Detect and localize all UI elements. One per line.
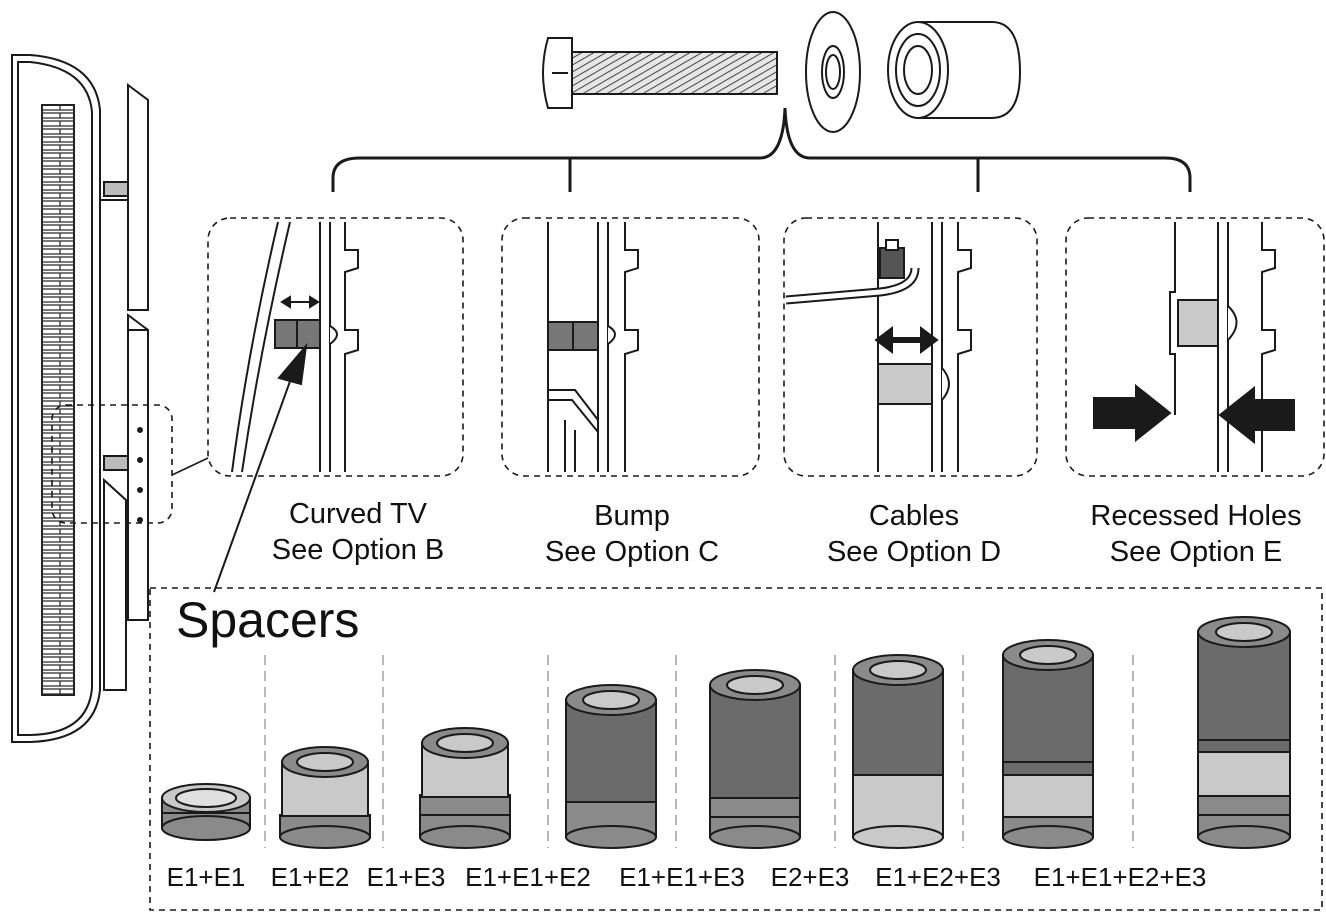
spacer-stack-e1-e2 — [279, 746, 371, 849]
spacer-combo-label: E2+E3 — [770, 862, 850, 892]
washer-icon — [805, 11, 861, 133]
spacer-stack-e1-e1 — [161, 783, 251, 841]
option-label-bump: Bump See Option C — [502, 498, 762, 570]
option-name: Bump — [594, 500, 670, 532]
option-name: Recessed Holes — [1090, 500, 1302, 532]
cable-icon — [785, 239, 920, 305]
option-label-cables: Cables See Option D — [784, 498, 1044, 570]
spacers-pointer-arrow — [213, 342, 308, 593]
option-panel-recessed-holes — [1065, 217, 1325, 477]
option-name: Cables — [868, 500, 960, 532]
option-label-curved-tv: Curved TV See Option B — [228, 496, 488, 568]
spacer-combo-label: E1+E1+E2+E3 — [1033, 862, 1207, 892]
spacer-combo-label: E1+E1+E3 — [619, 862, 745, 892]
option-ref: See Option D — [826, 536, 1002, 568]
spacer-combo-label: E1+E1 — [166, 862, 246, 892]
option-ref: See Option B — [271, 534, 445, 566]
curved-tv-detail — [231, 221, 359, 473]
spacer-combo-label: E1+E2+E3 — [875, 862, 1001, 892]
screw-icon — [542, 37, 778, 109]
option-panel-bump — [501, 217, 760, 477]
spacer-combo-label: E1+E1+E2 — [465, 862, 591, 892]
recessed-holes-detail — [1093, 222, 1295, 472]
option-bracket — [331, 107, 1192, 192]
cables-detail — [785, 222, 972, 472]
arrow-icon — [1093, 383, 1172, 443]
spacer-stack-e2-e3 — [852, 654, 944, 849]
spacers-panel — [149, 587, 1323, 911]
double-arrow-icon — [280, 295, 320, 309]
spacer-stack-e1-e2-e3 — [1002, 639, 1094, 849]
option-panel-cables — [783, 217, 1038, 477]
bump-detail — [547, 222, 639, 472]
option-name: Curved TV — [288, 498, 428, 530]
option-panel-curved-tv — [207, 217, 464, 477]
spacer-combo-label: E1+E2 — [270, 862, 350, 892]
option-ref: See Option C — [544, 536, 720, 568]
double-arrow-icon — [874, 326, 939, 354]
option-label-recessed-holes: Recessed Holes See Option E — [1066, 498, 1326, 570]
spacer-stack-e1-e1-e2-e3 — [1197, 616, 1291, 849]
arrow-icon — [1218, 385, 1295, 445]
option-ref: See Option E — [1109, 536, 1283, 568]
tv-side-profile — [11, 54, 209, 743]
spacer-combo-label: E1+E3 — [366, 862, 446, 892]
spacer-stack-e1-e1-e2 — [565, 684, 657, 849]
spacers-title: Spacers — [176, 592, 360, 648]
spacer-stack-e1-e3 — [419, 727, 511, 849]
spacer-stack-e1-e1-e3 — [709, 669, 801, 849]
spacer-sleeve-icon — [887, 21, 1022, 119]
